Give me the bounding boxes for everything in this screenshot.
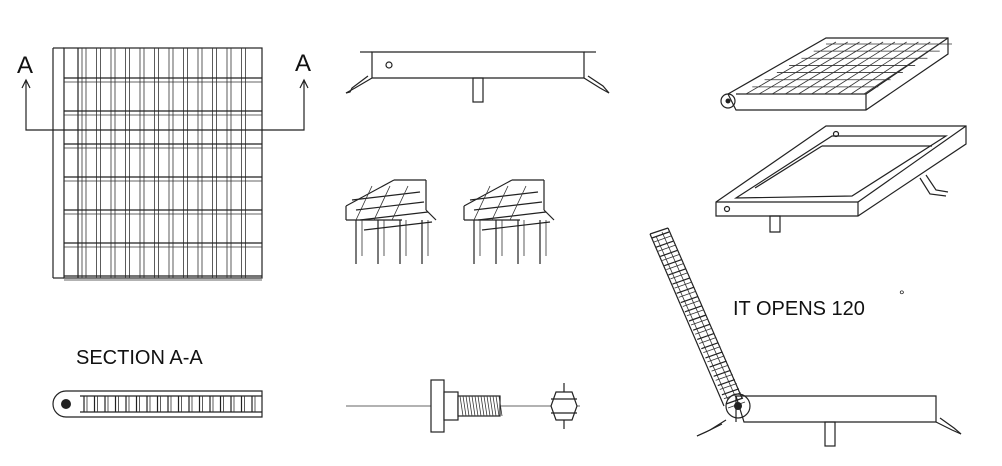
frame-isometric-view — [715, 125, 967, 233]
grating-detail-iso-2 — [463, 179, 555, 264]
grating-isometric-view — [720, 37, 952, 111]
bolt-assembly — [346, 379, 580, 433]
grating-plan-view — [52, 47, 263, 281]
frame-front-view — [345, 51, 610, 103]
grating-detail-iso-1 — [345, 179, 437, 264]
section-marker-right: A — [295, 50, 311, 77]
degree-symbol: ° — [899, 287, 905, 303]
opened-grating-view — [649, 227, 962, 447]
hinge-pin-icon — [734, 402, 742, 410]
section-view — [52, 390, 263, 418]
section-title: SECTION A-A — [76, 347, 203, 369]
opens-label: IT OPENS 120 — [733, 298, 865, 320]
section-marker-left: A — [17, 52, 33, 79]
hinge-hole-icon — [61, 399, 71, 409]
section-cut-line — [21, 78, 309, 131]
